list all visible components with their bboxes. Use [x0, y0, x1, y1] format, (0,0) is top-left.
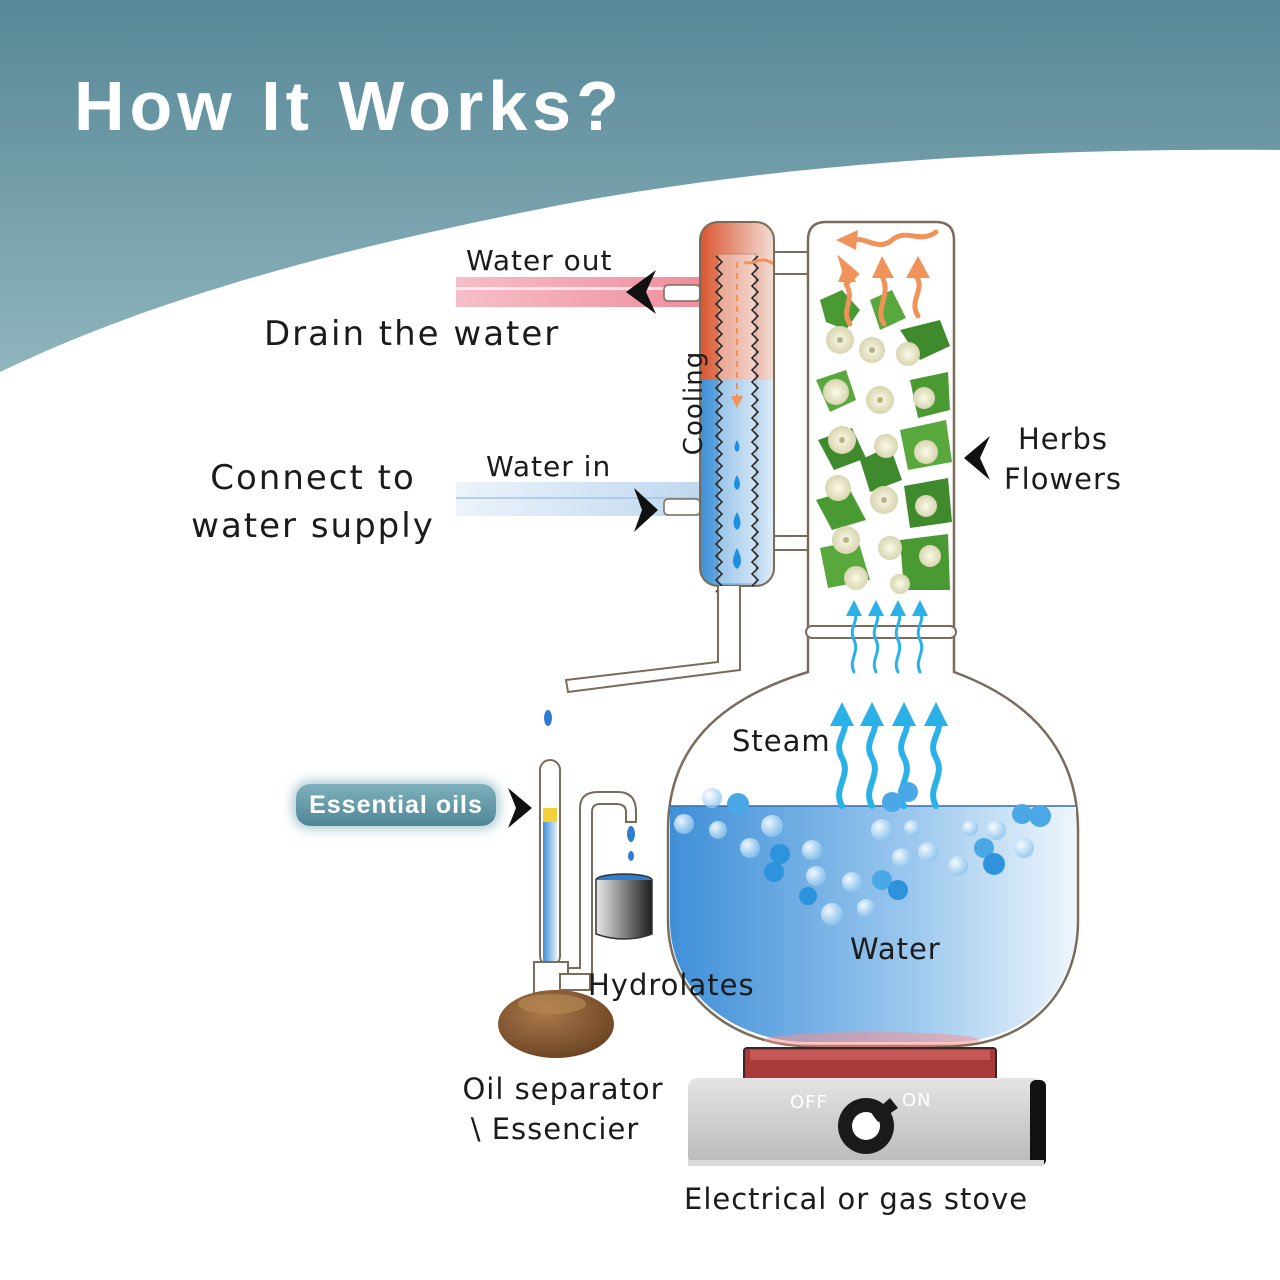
essential-oils-arrow-icon [508, 788, 532, 828]
herbs-arrow-icon [964, 436, 990, 480]
essential-oils-badge: Essential oils [296, 784, 496, 826]
header-banner [0, 0, 1280, 372]
water-out-arrow-icon [626, 270, 656, 314]
steam-arrow-heads [830, 702, 948, 726]
stove-off-label: OFF [790, 1092, 828, 1113]
neck-steam-heads [846, 600, 928, 616]
herb-vapor-heads [836, 230, 930, 282]
hydrolates-label: Hydrolates [588, 968, 755, 1002]
water-in-arrow-icon [634, 488, 658, 532]
vapor-bridge [773, 251, 811, 551]
cooling-label: Cooling [679, 350, 710, 456]
water-out-label: Water out [466, 244, 613, 277]
connect-line-2: water supply [191, 506, 435, 546]
oil-separator-line-1: Oil separator [462, 1072, 664, 1106]
oil-separator [498, 710, 653, 1058]
herbs-flowers-illustration [816, 290, 952, 594]
flowers-label: Flowers [1003, 462, 1123, 496]
oil-separator-line-2: \ Essencier [470, 1112, 640, 1146]
stove [688, 1047, 1046, 1166]
condenser [456, 221, 801, 694]
connect-line-1: Connect to [210, 458, 416, 498]
herbs-label: Herbs [1017, 422, 1109, 456]
steam-label: Steam [732, 724, 831, 758]
stove-on-label: ON [902, 1090, 932, 1111]
neck-steam-arrows-icon [850, 610, 924, 674]
stove-label: Electrical or gas stove [684, 1182, 1029, 1216]
water-label: Water [850, 932, 941, 966]
water-bubbles [674, 782, 1051, 925]
page-title: How It Works? [74, 67, 624, 145]
drain-water-label: Drain the water [264, 314, 561, 354]
water-in-label: Water in [486, 450, 612, 483]
